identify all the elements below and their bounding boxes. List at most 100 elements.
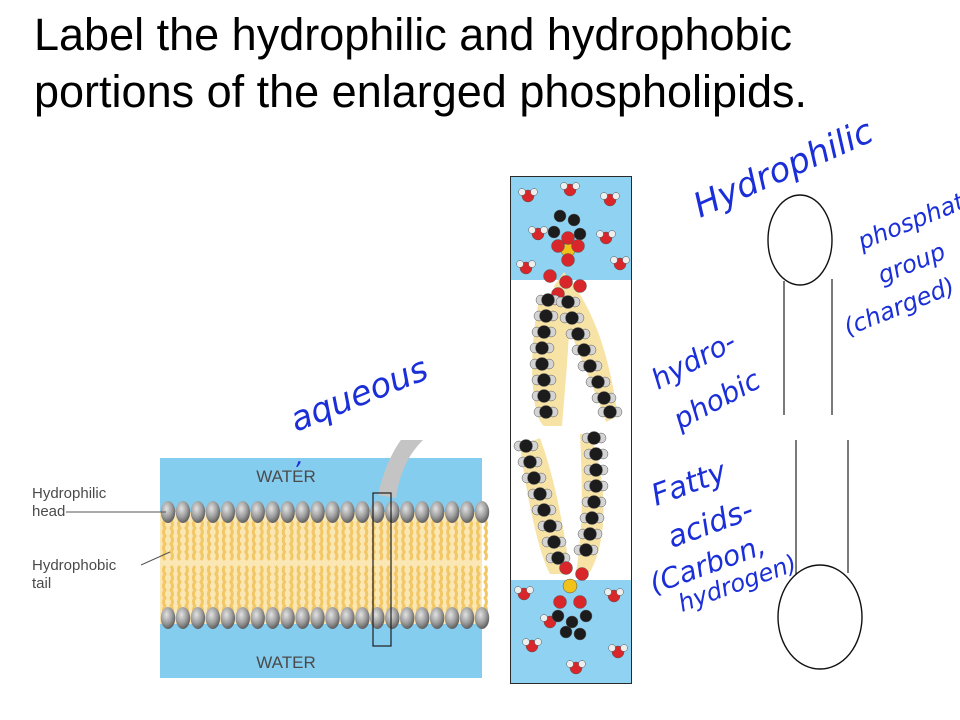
fatty-acid-tail bbox=[453, 565, 459, 615]
fatty-acid-tail bbox=[281, 565, 287, 615]
hydrophilic-label-line2: head bbox=[32, 503, 65, 520]
phospholipid-head bbox=[295, 501, 310, 523]
fatty-acid-tail bbox=[348, 519, 354, 561]
carbon-atom bbox=[551, 551, 565, 565]
phospholipid-head bbox=[175, 607, 191, 629]
fatty-acid-tail bbox=[318, 519, 324, 561]
phospholipid-head bbox=[429, 607, 445, 629]
phospholipid-head bbox=[370, 607, 385, 629]
water-bottom-label: WATER bbox=[256, 653, 316, 672]
molecule-atoms bbox=[513, 182, 630, 675]
ink-aqueous: aqueous bbox=[284, 349, 433, 440]
phospholipid-head bbox=[250, 501, 265, 523]
fatty-acid-tail bbox=[438, 519, 444, 561]
phospholipid-head bbox=[160, 501, 176, 523]
oxygen-atom bbox=[553, 595, 567, 609]
fatty-acid-tail bbox=[199, 519, 204, 561]
sketch-head-top bbox=[767, 194, 833, 286]
oxygen-atom bbox=[571, 239, 585, 253]
carbon-atom bbox=[587, 495, 601, 509]
fatty-acid-tail bbox=[288, 565, 294, 615]
phospholipid-head bbox=[235, 607, 250, 629]
fatty-acid-tail bbox=[431, 519, 437, 561]
fatty-acid-tail bbox=[288, 519, 294, 561]
fatty-acid-tail bbox=[213, 565, 219, 615]
ink-hydrophobic-line1: hydro- bbox=[646, 324, 742, 396]
phospholipid-head bbox=[429, 501, 445, 523]
fatty-acid-tail bbox=[258, 519, 264, 561]
phospholipid-head bbox=[459, 501, 475, 523]
water-hydrogen bbox=[604, 588, 612, 596]
carbon-atom bbox=[535, 341, 549, 355]
fatty-acid-tail bbox=[461, 565, 466, 615]
oxygen-atom bbox=[561, 231, 575, 245]
fatty-acid-tail bbox=[341, 519, 347, 561]
fatty-acid-tail bbox=[184, 519, 189, 561]
phospholipid-head bbox=[400, 501, 415, 523]
fatty-acid-tail bbox=[393, 519, 399, 561]
fatty-acid-tail bbox=[169, 519, 174, 561]
phospholipid-head bbox=[444, 501, 460, 523]
fatty-acid-tail bbox=[206, 519, 212, 561]
fatty-acid-tail bbox=[213, 519, 219, 561]
phospholipid-head bbox=[459, 607, 475, 629]
carbon-atom bbox=[565, 615, 579, 629]
fatty-acid-tail bbox=[273, 519, 279, 561]
hydrophobic-leader-line bbox=[140, 551, 171, 566]
phospholipid-head bbox=[370, 501, 385, 523]
phospholipid-head bbox=[385, 501, 400, 523]
carbon-atom bbox=[573, 227, 587, 241]
fatty-acid-tail bbox=[378, 519, 384, 561]
water-hydrogen bbox=[540, 614, 548, 622]
phospholipid-head bbox=[385, 607, 400, 629]
oxygen-atom bbox=[575, 567, 589, 581]
fatty-acid-tail bbox=[184, 565, 189, 615]
ink-fatty-line1: Fatty bbox=[647, 454, 732, 514]
phospholipid-head bbox=[340, 607, 355, 629]
hydrophilic-label-line1: Hydrophilic bbox=[32, 485, 107, 502]
phospholipid-head bbox=[444, 607, 460, 629]
fatty-acid-tail bbox=[356, 519, 362, 561]
fatty-acid-tail bbox=[162, 519, 167, 561]
phospholipid-head bbox=[474, 501, 490, 523]
phospholipid-sketch bbox=[767, 194, 863, 670]
phospholipid-head bbox=[355, 501, 370, 523]
oxygen-atom bbox=[559, 561, 573, 575]
carbon-atom bbox=[539, 405, 553, 419]
phospholipid-head bbox=[265, 607, 280, 629]
carbon-atom bbox=[537, 325, 551, 339]
carbon-atom bbox=[551, 609, 565, 623]
enlarged-phospholipid-model bbox=[510, 176, 632, 684]
fatty-acid-tail bbox=[169, 565, 174, 615]
fatty-acid-tail bbox=[446, 565, 451, 615]
fatty-acid-tail bbox=[438, 565, 444, 615]
fatty-acid-tail bbox=[236, 519, 242, 561]
carbon-atom bbox=[537, 503, 551, 517]
carbon-atom bbox=[527, 471, 541, 485]
fatty-acid-tail bbox=[176, 565, 182, 615]
fatty-acid-tail bbox=[476, 519, 481, 561]
phospholipid-head bbox=[250, 607, 265, 629]
phospholipid-head bbox=[310, 607, 325, 629]
carbon-atom bbox=[567, 213, 581, 227]
phospholipid-head bbox=[265, 501, 280, 523]
phospholipid-head bbox=[295, 607, 310, 629]
fatty-acid-tail bbox=[258, 565, 264, 615]
phospholipid-head bbox=[310, 501, 325, 523]
carbon-atom bbox=[589, 463, 603, 477]
fatty-acid-tail bbox=[401, 519, 407, 561]
fatty-acid-tail bbox=[191, 565, 197, 615]
fatty-acid-tail bbox=[176, 519, 182, 561]
fatty-acid-tail bbox=[333, 519, 339, 561]
phospholipid-head bbox=[414, 607, 430, 629]
fatty-acid-tail bbox=[348, 565, 354, 615]
carbon-atom bbox=[591, 375, 605, 389]
water-hydrogen bbox=[610, 256, 618, 264]
carbon-atom bbox=[523, 455, 537, 469]
carbon-atom bbox=[565, 311, 579, 325]
carbon-atom bbox=[533, 487, 547, 501]
fatty-acid-tail bbox=[221, 519, 227, 561]
water-hydrogen bbox=[534, 638, 542, 646]
phospholipid-head bbox=[205, 501, 221, 523]
phospholipid-head bbox=[190, 607, 206, 629]
